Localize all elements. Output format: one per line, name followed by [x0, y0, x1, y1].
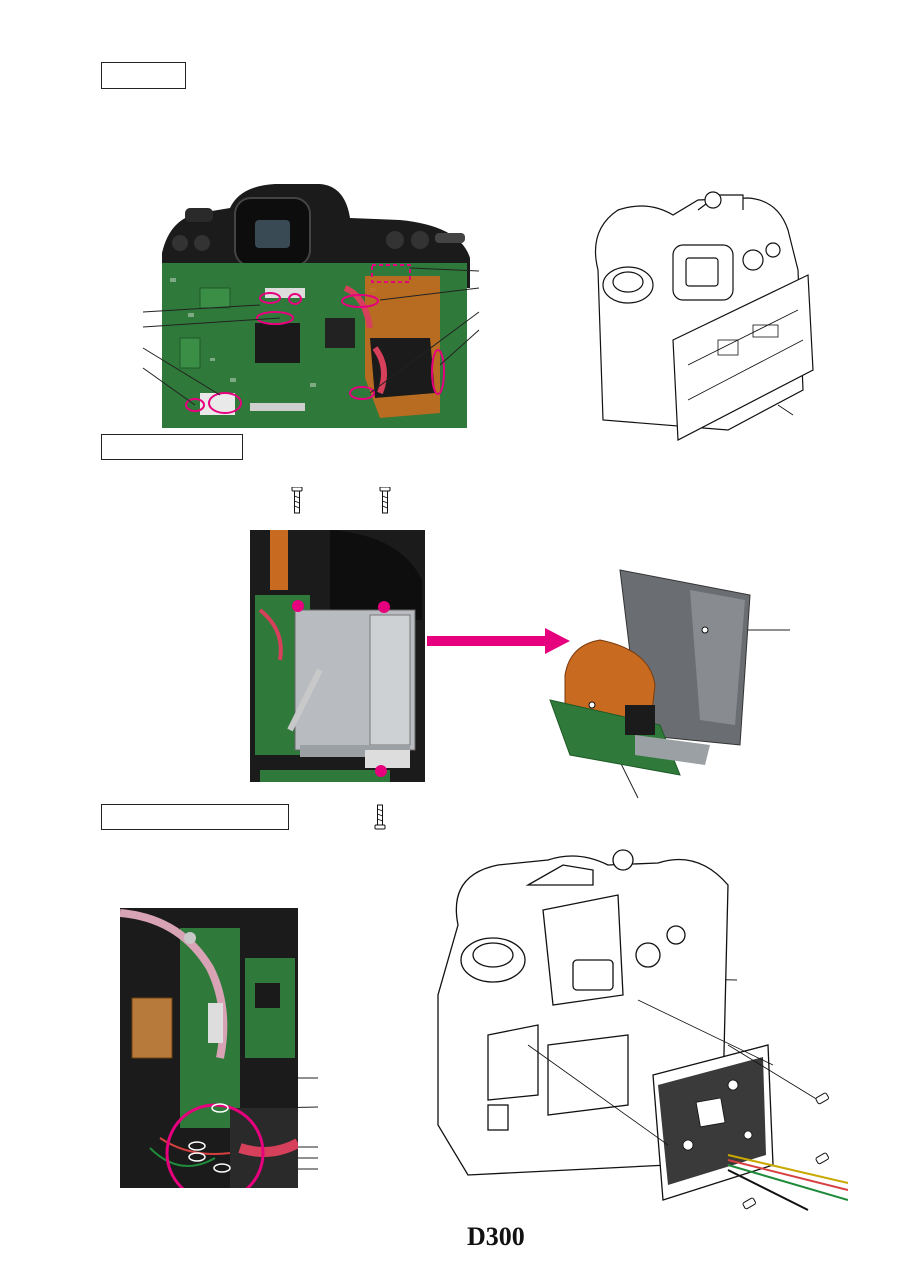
section-3-title-box — [101, 804, 289, 830]
section-2-title-box — [101, 434, 243, 460]
model-logo: D300 — [467, 1222, 525, 1251]
screw-icon — [374, 804, 386, 830]
card-slot-photo — [250, 530, 425, 782]
camera-body-drawing-1 — [594, 191, 814, 441]
screw-icon — [379, 487, 391, 514]
camera-body-drawing-2 — [437, 849, 848, 1211]
camera-back-pcb-photo — [162, 184, 470, 428]
screw-icon — [291, 487, 303, 514]
card-slot-unit-photo — [549, 569, 751, 776]
solder-points-photo — [120, 908, 298, 1188]
section-1-title-box — [101, 62, 186, 89]
